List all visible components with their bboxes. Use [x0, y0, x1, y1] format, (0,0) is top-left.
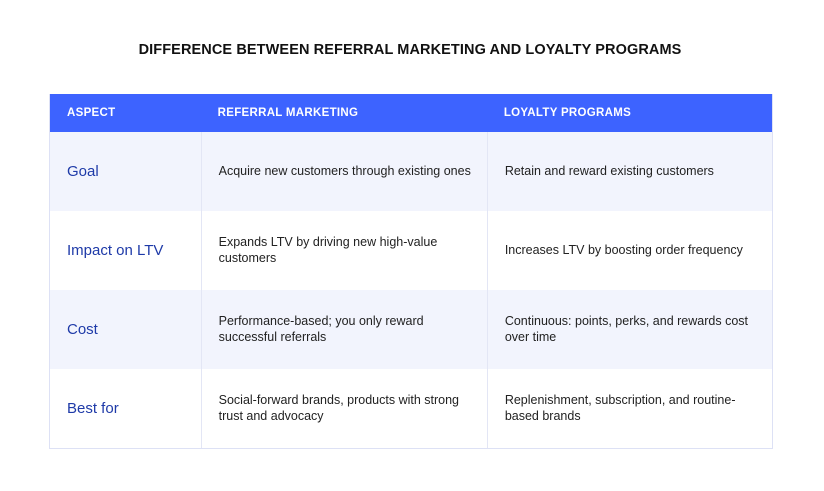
aspect-cell: Goal [67, 163, 99, 180]
loyalty-cell: Replenishment, subscription, and routine… [486, 369, 772, 448]
table-row: Cost Performance-based; you only reward … [50, 290, 772, 369]
comparison-table: ASPECT REFERRAL MARKETING LOYALTY PROGRA… [49, 94, 773, 449]
referral-cell: Performance-based; you only reward succe… [200, 290, 487, 369]
aspect-cell: Cost [67, 321, 98, 338]
column-header-referral-marketing: REFERRAL MARKETING [217, 107, 359, 119]
referral-cell: Acquire new customers through existing o… [200, 132, 487, 211]
aspect-cell: Impact on LTV [67, 242, 164, 259]
aspect-cell: Best for [67, 400, 119, 417]
column-header-loyalty-programs: LOYALTY PROGRAMS [503, 107, 632, 119]
loyalty-cell: Increases LTV by boosting order frequenc… [486, 211, 772, 290]
referral-cell: Expands LTV by driving new high-value cu… [200, 211, 487, 290]
table-row: Best for Social-forward brands, products… [50, 369, 772, 448]
table-row: Impact on LTV Expands LTV by driving new… [50, 211, 772, 290]
loyalty-cell: Retain and reward existing customers [486, 132, 772, 211]
page-title: DIFFERENCE BETWEEN REFERRAL MARKETING AN… [138, 42, 682, 58]
loyalty-cell: Continuous: points, perks, and rewards c… [486, 290, 772, 369]
table-row: Goal Acquire new customers through exist… [50, 132, 772, 211]
referral-cell: Social-forward brands, products with str… [200, 369, 487, 448]
table-header-row: ASPECT REFERRAL MARKETING LOYALTY PROGRA… [50, 94, 772, 132]
column-header-aspect: ASPECT [67, 107, 116, 119]
